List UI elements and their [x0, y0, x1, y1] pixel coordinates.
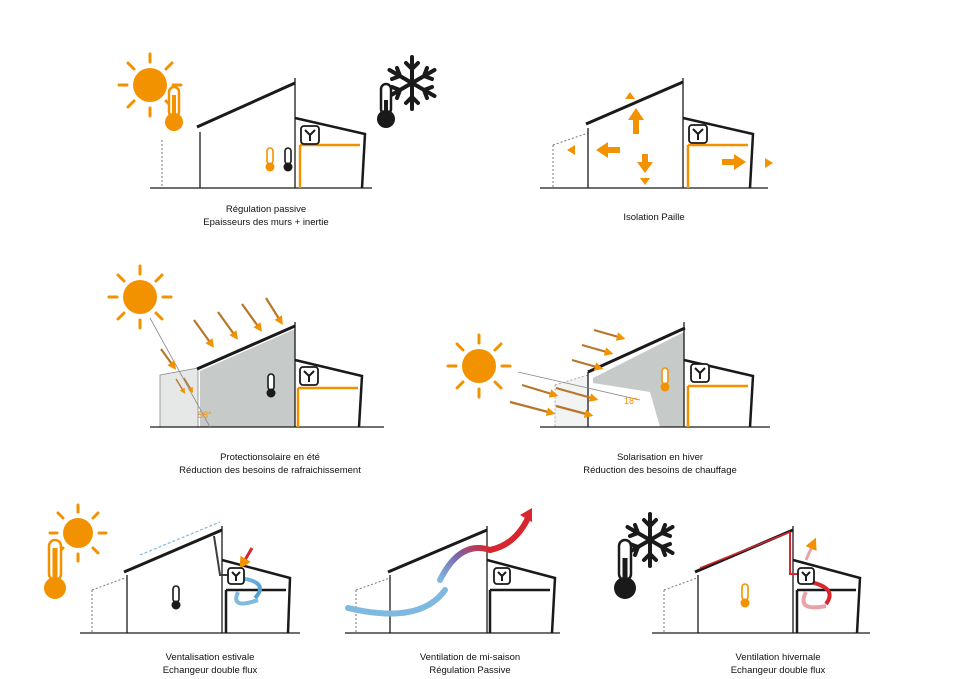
- panel-straw-insulation: [540, 78, 773, 189]
- sun-icon: [107, 264, 173, 330]
- caption-line1: Solarisation en hiver: [616, 452, 704, 463]
- caption-winter-solar-gain: Solarisation en hiver Réduction des beso…: [510, 451, 810, 477]
- caption-line1: Ventilation hivernale: [735, 652, 821, 663]
- panel-passive-regulation: [117, 52, 437, 189]
- fan-icon: [300, 125, 320, 145]
- fan-icon: [227, 567, 245, 585]
- caption-mid-season-ventilation: Ventilation de mi-saison Régulation Pass…: [320, 651, 620, 677]
- caption-summer-protection: Protectionsolaire en été Réduction des b…: [120, 451, 420, 477]
- fan-icon: [797, 567, 815, 585]
- caption-line1: Protectionsolaire en été: [220, 452, 320, 463]
- caption-line2: Echangeur double flux: [730, 665, 826, 676]
- sun-icon: [446, 333, 512, 399]
- caption-passive-regulation: Régulation passive Epaisseurs des murs +…: [116, 203, 416, 229]
- caption-winter-ventilation: Ventilation hivernale Echangeur double f…: [628, 651, 928, 677]
- thermometer-icon: [44, 538, 66, 599]
- snowflake-icon: [387, 55, 437, 111]
- fan-icon: [690, 363, 710, 383]
- panel-winter-solar-gain: 18°: [446, 322, 770, 428]
- thermometer-icon: [377, 82, 395, 128]
- panel-mid-season-ventilation: [345, 508, 560, 634]
- thermometer-icon: [266, 373, 276, 398]
- arrow-icon: [567, 92, 773, 185]
- caption-line2: Echangeur double flux: [162, 665, 258, 676]
- caption-line1: Régulation passive: [225, 204, 307, 215]
- fan-icon: [688, 124, 708, 144]
- fan-icon: [299, 366, 319, 386]
- caption-line2: Epaisseurs des murs + inertie: [203, 217, 329, 228]
- thermometer-icon: [614, 538, 636, 599]
- snowflake-icon: [625, 512, 675, 568]
- caption-line2: Réduction des besoins de chauffage: [583, 465, 737, 476]
- caption-line1: Ventilation de mi-saison: [419, 652, 521, 663]
- sun-icon: [117, 52, 183, 118]
- caption-line1: Isolation Paille: [623, 212, 685, 223]
- caption-line2: Régulation Passive: [429, 665, 511, 676]
- caption-straw-insulation: Isolation Paille: [504, 211, 804, 224]
- fan-icon: [493, 567, 511, 585]
- caption-summer-ventilation: Ventalisation estivale Echangeur double …: [60, 651, 360, 677]
- thermometer-icon: [265, 147, 275, 172]
- summer-angle-label: 58°: [198, 410, 212, 420]
- caption-line1: Ventalisation estivale: [165, 652, 255, 663]
- panel-winter-ventilation: [614, 512, 870, 634]
- building-section: [150, 78, 372, 189]
- thermometer-icon: [171, 585, 181, 610]
- panel-summer-protection: 58°: [107, 264, 384, 428]
- winter-angle-label: 18°: [624, 396, 638, 406]
- panel-summer-ventilation: [44, 503, 300, 634]
- caption-line2: Réduction des besoins de rafraichissemen…: [179, 465, 361, 476]
- thermometer-icon: [283, 147, 293, 172]
- thermometer-icon: [740, 583, 750, 608]
- thermometer-icon: [660, 367, 670, 392]
- thermometer-icon: [165, 85, 183, 131]
